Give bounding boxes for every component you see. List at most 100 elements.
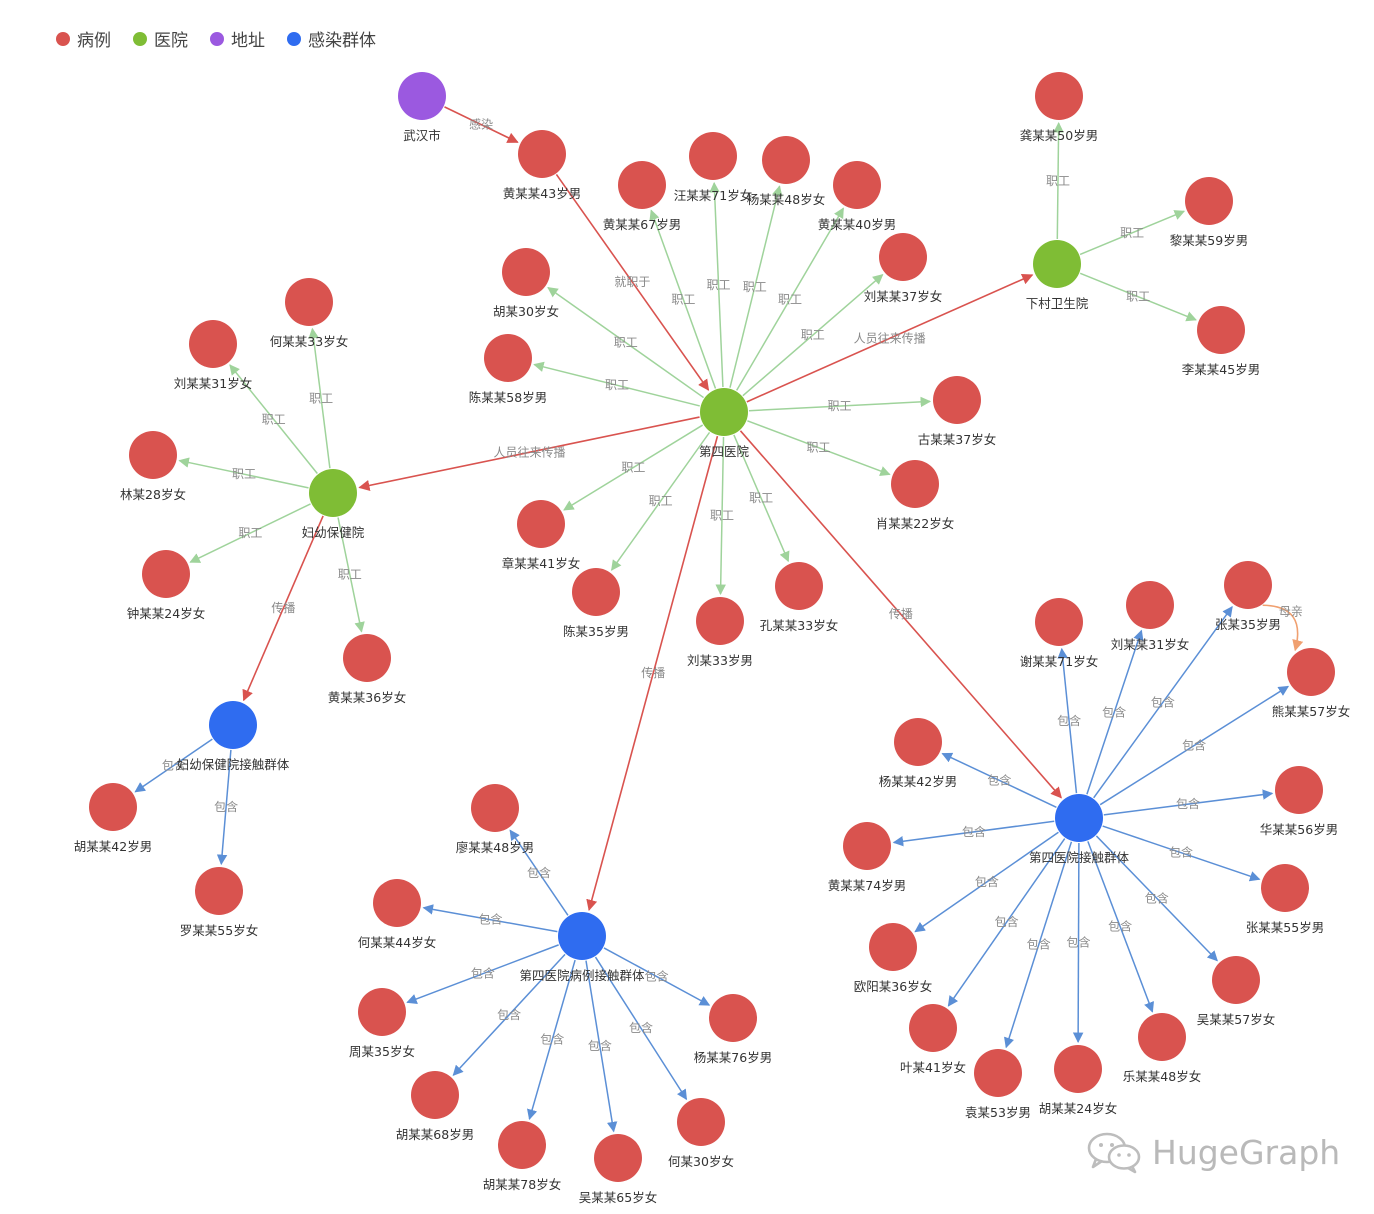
node-c21[interactable]: 钟某某24岁女 <box>127 550 205 621</box>
node-circle[interactable] <box>129 431 177 479</box>
node-circle[interactable] <box>189 320 237 368</box>
edge-g4-c40[interactable] <box>1102 825 1261 882</box>
legend-item-2[interactable]: 地址 <box>210 26 265 51</box>
node-c12[interactable]: 陈某35岁男 <box>563 568 629 639</box>
node-c29[interactable]: 胡某某78岁女 <box>483 1121 561 1192</box>
node-c31[interactable]: 何某30岁女 <box>668 1098 734 1169</box>
node-circle[interactable] <box>411 1071 459 1119</box>
node-c7[interactable]: 胡某30岁女 <box>493 248 559 319</box>
node-circle[interactable] <box>1275 766 1323 814</box>
edge-hfy-c19[interactable] <box>229 364 318 474</box>
edge-hfy-c22[interactable] <box>337 517 365 633</box>
node-circle[interactable] <box>558 912 606 960</box>
node-circle[interactable] <box>484 334 532 382</box>
node-c40[interactable]: 张某某55岁男 <box>1246 864 1324 935</box>
edge-c1-h4[interactable] <box>555 173 710 391</box>
node-c3[interactable]: 汪某某71岁女 <box>674 132 752 203</box>
node-c14[interactable]: 孔某某33岁女 <box>760 562 838 633</box>
node-c39[interactable]: 黄某某74岁男 <box>828 822 906 893</box>
node-circle[interactable] <box>700 388 748 436</box>
edge-h4-c5[interactable] <box>735 207 844 391</box>
edge-h4-g4[interactable] <box>739 430 1062 799</box>
edge-g4b-c26[interactable] <box>422 904 558 933</box>
node-c23[interactable]: 胡某某42岁男 <box>74 783 152 854</box>
node-circle[interactable] <box>879 233 927 281</box>
edge-g4b-c32[interactable] <box>603 947 711 1006</box>
node-c37[interactable]: 杨某某42岁男 <box>879 718 957 789</box>
node-circle[interactable] <box>1261 864 1309 912</box>
node-c27[interactable]: 周某35岁女 <box>349 988 415 1059</box>
node-c44[interactable]: 袁某53岁男 <box>965 1049 1031 1120</box>
edge-g4b-c25[interactable] <box>509 829 569 916</box>
node-circle[interactable] <box>974 1049 1022 1097</box>
node-circle[interactable] <box>1054 1045 1102 1093</box>
node-circle[interactable] <box>1035 72 1083 120</box>
edge-gfy-c23[interactable] <box>134 738 213 793</box>
node-c10[interactable]: 肖某某22岁女 <box>876 460 954 531</box>
node-wuhan[interactable]: 武汉市 <box>398 72 446 143</box>
node-circle[interactable] <box>762 136 810 184</box>
node-c8[interactable]: 陈某某58岁男 <box>469 334 547 405</box>
edge-g4-c36[interactable] <box>1099 685 1290 806</box>
edge-g4-c44[interactable] <box>1004 841 1073 1049</box>
node-circle[interactable] <box>696 597 744 645</box>
node-c4[interactable]: 杨某某48岁女 <box>747 136 825 207</box>
edge-c35-c36[interactable] <box>1262 604 1304 652</box>
node-c20[interactable]: 林某28岁女 <box>120 431 186 502</box>
edge-hfy-gfy[interactable] <box>242 515 324 702</box>
node-c34[interactable]: 刘某某31岁女 <box>1111 581 1189 652</box>
node-circle[interactable] <box>1035 598 1083 646</box>
edge-h4-c9[interactable] <box>748 396 932 412</box>
edge-g4b-c31[interactable] <box>594 956 688 1101</box>
edge-h4-c11[interactable] <box>563 424 704 511</box>
edge-h4-c8[interactable] <box>533 361 700 407</box>
edge-g4-c35[interactable] <box>1093 606 1233 799</box>
node-c16[interactable]: 黎某某59岁男 <box>1170 177 1248 248</box>
node-circle[interactable] <box>677 1098 725 1146</box>
edge-h4-g4b[interactable] <box>586 435 719 912</box>
edge-hfy-c18[interactable] <box>308 327 331 469</box>
node-circle[interactable] <box>1224 561 1272 609</box>
node-c6[interactable]: 刘某某37岁女 <box>864 233 942 304</box>
node-g4b[interactable]: 第四医院病例接触群体 <box>519 912 645 983</box>
node-c33[interactable]: 谢某某71岁女 <box>1020 598 1098 669</box>
node-circle[interactable] <box>343 634 391 682</box>
node-c15[interactable]: 龚某某50岁男 <box>1020 72 1098 143</box>
node-circle[interactable] <box>209 701 257 749</box>
node-circle[interactable] <box>843 822 891 870</box>
node-c41[interactable]: 欧阳某36岁女 <box>854 923 932 994</box>
node-c24[interactable]: 罗某某55岁女 <box>180 867 258 938</box>
node-circle[interactable] <box>891 460 939 508</box>
node-circle[interactable] <box>309 469 357 517</box>
node-c18[interactable]: 何某某33岁女 <box>270 278 348 349</box>
edge-h4-c13[interactable] <box>715 436 726 596</box>
edge-h4-c14[interactable] <box>733 434 790 563</box>
edge-g4-c41[interactable] <box>914 831 1059 933</box>
node-circle[interactable] <box>498 1121 546 1169</box>
node-c38[interactable]: 华某某56岁男 <box>1260 766 1338 837</box>
edge-g4-c46[interactable] <box>1087 841 1154 1013</box>
node-circle[interactable] <box>709 994 757 1042</box>
edge-g4-c42[interactable] <box>1095 835 1218 962</box>
node-circle[interactable] <box>618 161 666 209</box>
node-circle[interactable] <box>572 568 620 616</box>
edge-h4-c3[interactable] <box>709 181 724 388</box>
node-h4[interactable]: 第四医院 <box>699 388 750 459</box>
node-circle[interactable] <box>1033 240 1081 288</box>
node-circle[interactable] <box>909 1004 957 1052</box>
node-circle[interactable] <box>775 562 823 610</box>
edge-g4b-c28[interactable] <box>452 953 566 1076</box>
node-c46[interactable]: 乐某某48岁女 <box>1123 1013 1201 1084</box>
node-circle[interactable] <box>1212 956 1260 1004</box>
node-circle[interactable] <box>358 988 406 1036</box>
edge-g4b-c30[interactable] <box>585 960 618 1133</box>
node-c9[interactable]: 古某某37岁女 <box>918 376 996 447</box>
edge-h4-hxc[interactable] <box>746 273 1034 403</box>
edge-g4-c34[interactable] <box>1086 629 1144 795</box>
node-circle[interactable] <box>502 248 550 296</box>
edge-g4-c37[interactable] <box>941 752 1057 809</box>
edge-h4-c7[interactable] <box>547 286 705 399</box>
node-c28[interactable]: 胡某某68岁男 <box>396 1071 474 1142</box>
node-c19[interactable]: 刘某某31岁女 <box>174 320 252 391</box>
edge-h4-hfy[interactable] <box>358 416 700 491</box>
